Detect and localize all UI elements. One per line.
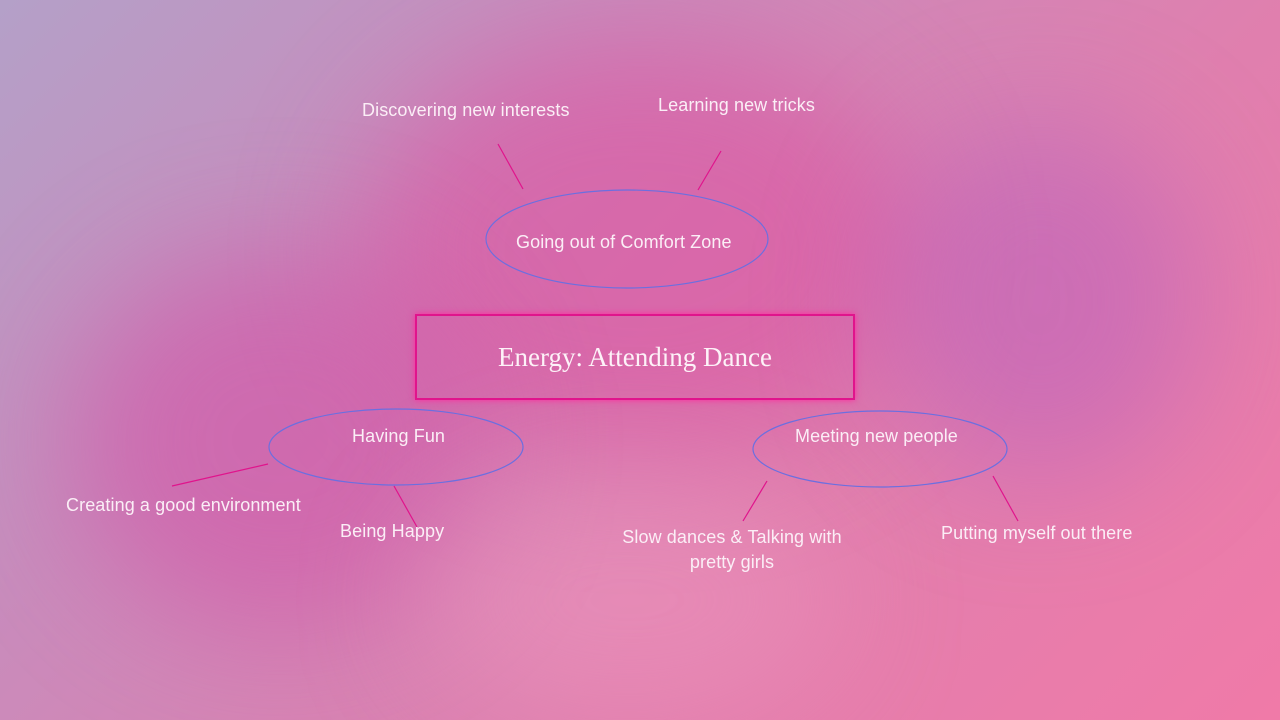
node-meeting-people-ellipse [752, 410, 1008, 488]
node-having-fun-ellipse [268, 408, 524, 486]
diagram-title: Energy: Attending Dance [498, 341, 772, 372]
node-comfort-zone-ellipse [485, 189, 769, 289]
leaf-learning: Learning new tricks [658, 95, 815, 115]
background-blob [70, 250, 490, 630]
connector-learning [697, 150, 722, 191]
node-meeting-people-label: Meeting new people [795, 426, 958, 446]
leaf-slow-dances-line2: pretty girls [689, 552, 775, 572]
connector-being-happy [393, 485, 418, 528]
title-box: Energy: Attending Dance [415, 314, 855, 400]
connector-discovering [497, 143, 524, 190]
leaf-discovering: Discovering new interests [362, 100, 570, 120]
leaf-being-happy: Being Happy [340, 521, 445, 541]
connector-putting-out [992, 475, 1019, 522]
leaf-putting-out: Putting myself out there [941, 523, 1133, 543]
leaf-slow-dances: Slow dances & Talking with pretty girls [612, 525, 852, 575]
leaf-environment: Creating a good environment [66, 495, 301, 515]
background-blob [880, 120, 1200, 480]
connector-slow-dances [742, 480, 768, 522]
leaf-slow-dances-line1: Slow dances & Talking with [622, 527, 842, 547]
node-comfort-zone-label: Going out of Comfort Zone [516, 232, 732, 252]
background-blob [420, 480, 840, 720]
node-having-fun-label: Having Fun [352, 426, 446, 446]
connector-environment [171, 463, 269, 487]
